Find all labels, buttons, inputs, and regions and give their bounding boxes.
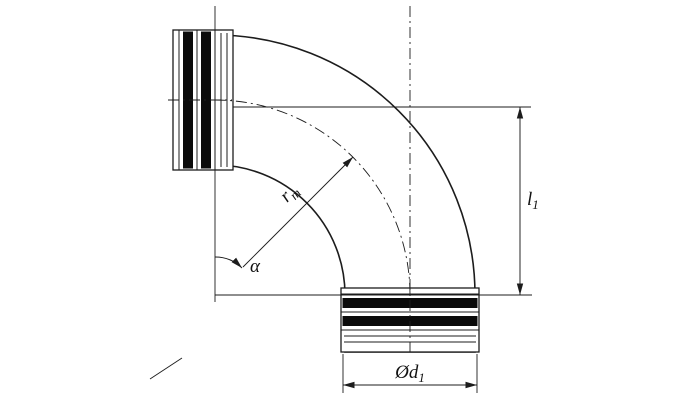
angle-arc — [214, 256, 243, 269]
label-angle: α — [250, 256, 261, 277]
label-length: l1 — [527, 189, 539, 212]
radius-arrow-line — [242, 156, 354, 268]
diagonal-tick — [149, 357, 183, 380]
left-collar-seal-band — [183, 31, 193, 169]
elbow-body — [174, 34, 476, 353]
label-diameter: Ød1 — [394, 362, 425, 385]
